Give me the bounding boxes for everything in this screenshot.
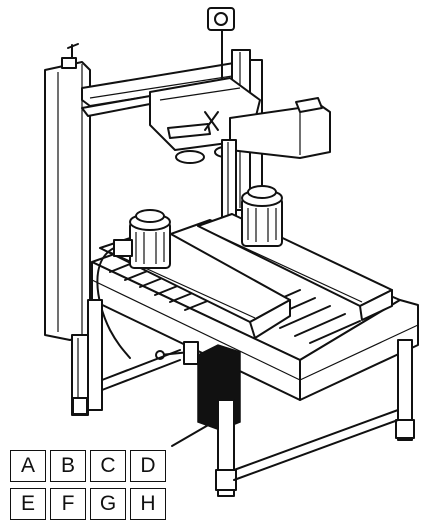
left-column (44, 43, 91, 416)
key-cell-b: B (50, 450, 86, 482)
key-cell-g: G (90, 488, 126, 520)
key-cell-h: H (130, 488, 166, 520)
key-cell-e: E (10, 488, 46, 520)
frame-legs (87, 299, 415, 497)
right-motor (241, 185, 283, 247)
left-motor (96, 209, 171, 359)
key-cell-d: D (130, 450, 166, 482)
key-cell-a: A (10, 450, 46, 482)
hand-crank (155, 341, 199, 365)
legend-key-grid: A B C D E F G H (10, 450, 166, 522)
key-cell-f: F (50, 488, 86, 520)
key-cell-c: C (90, 450, 126, 482)
upper-tape-head (149, 77, 331, 164)
